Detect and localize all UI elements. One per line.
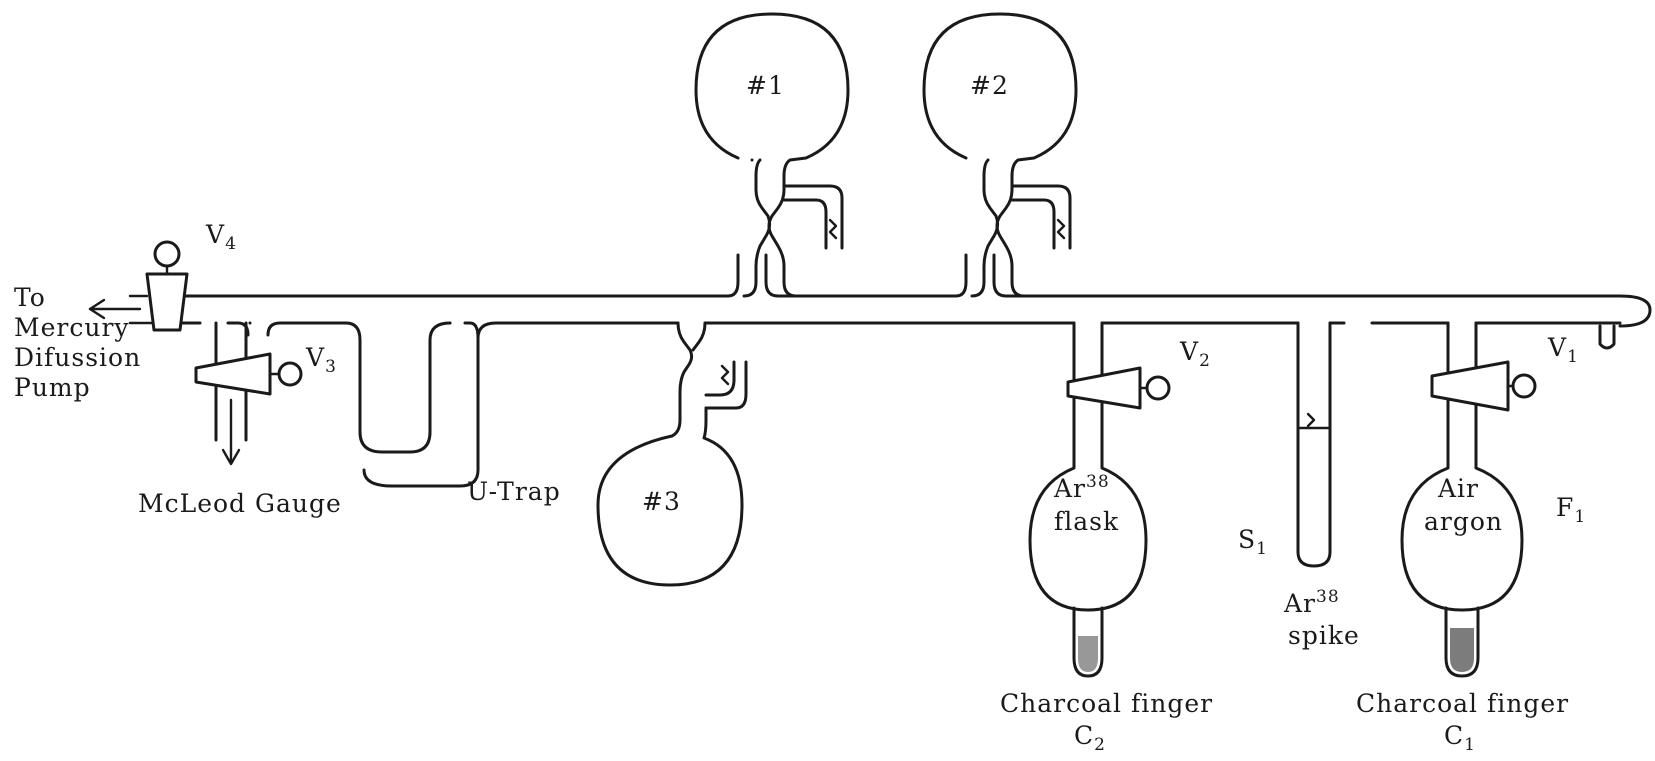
label-bulb-2: #2 xyxy=(970,71,1009,100)
ar38-flask-assembly xyxy=(1028,321,1171,678)
label-ar38-spike-top: Ar38 xyxy=(1283,587,1340,618)
label-pump-difussion: Difussion xyxy=(14,343,141,372)
label-pump-pump: Pump xyxy=(14,373,91,402)
label-pump-mercury: Mercury xyxy=(14,313,130,342)
label-f1: F1 xyxy=(1556,493,1586,527)
label-bulb-3: #3 xyxy=(642,487,681,516)
label-c1: C1 xyxy=(1444,721,1476,755)
v4-stopcock xyxy=(88,240,189,332)
v3-stopcock-branch xyxy=(194,321,303,466)
main-manifold xyxy=(150,253,1652,488)
label-s1: S1 xyxy=(1238,525,1268,559)
label-pump-to: To xyxy=(14,283,46,312)
bulb-3 xyxy=(596,321,748,587)
ar38-spike-tube xyxy=(1296,321,1332,568)
label-ar38-spike-bottom: spike xyxy=(1288,621,1360,650)
label-v1: V1 xyxy=(1547,333,1579,367)
label-charcoal-finger-c1: Charcoal finger xyxy=(1356,689,1569,718)
label-v3: V3 xyxy=(305,343,337,377)
bulb-1 xyxy=(694,12,850,298)
label-c2: C2 xyxy=(1074,721,1106,755)
label-v2: V2 xyxy=(1179,337,1211,371)
label-bulb-1: #1 xyxy=(746,71,785,100)
label-air-argon-top: Air xyxy=(1437,474,1479,503)
label-ar38-flask-bottom: flask xyxy=(1054,507,1119,536)
label-v4: V4 xyxy=(205,220,237,254)
label-air-argon-bottom: argon xyxy=(1424,507,1503,536)
air-argon-flask-assembly xyxy=(1400,321,1537,678)
label-ar38-flask-top: Ar38 xyxy=(1053,472,1110,503)
bulb-2 xyxy=(922,12,1078,298)
label-u-trap: U-Trap xyxy=(467,477,561,506)
label-mcleod-gauge: McLeod Gauge xyxy=(138,489,342,518)
label-charcoal-finger-c2: Charcoal finger xyxy=(1000,689,1213,718)
